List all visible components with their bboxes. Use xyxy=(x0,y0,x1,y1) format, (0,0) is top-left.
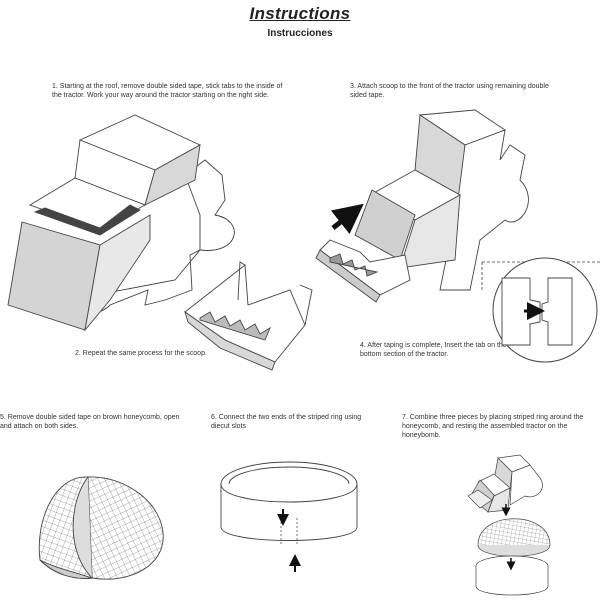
tractor-assembled-illustration xyxy=(315,109,529,303)
step-1-text: 1. Starting at the roof, remove double s… xyxy=(52,83,283,99)
step-2-text: 2. Repeat the same process for the scoop… xyxy=(75,350,207,357)
tractor-body-illustration xyxy=(7,114,235,332)
page-subtitle: Instrucciones xyxy=(267,28,333,39)
step-4-text: 4. After taping is complete, Insert the … xyxy=(360,342,507,358)
step-5-text: 5. Remove double sided tape on brown hon… xyxy=(0,414,180,430)
page-title: Instructions xyxy=(249,4,351,23)
striped-ring-illustration xyxy=(220,461,358,545)
tab-detail-illustration xyxy=(481,257,600,363)
combined-assembly-illustration xyxy=(467,454,551,596)
step-6-text: 6. Connect the two ends of the striped r… xyxy=(211,414,362,430)
step-7-text: 7. Combine three pieces by placing strip… xyxy=(402,414,584,439)
honeycomb-illustration xyxy=(38,476,164,580)
scoop-illustration xyxy=(184,261,313,371)
attach-arrow-icon xyxy=(330,203,364,235)
step-3-text: 3. Attach scoop to the front of the trac… xyxy=(350,83,549,99)
